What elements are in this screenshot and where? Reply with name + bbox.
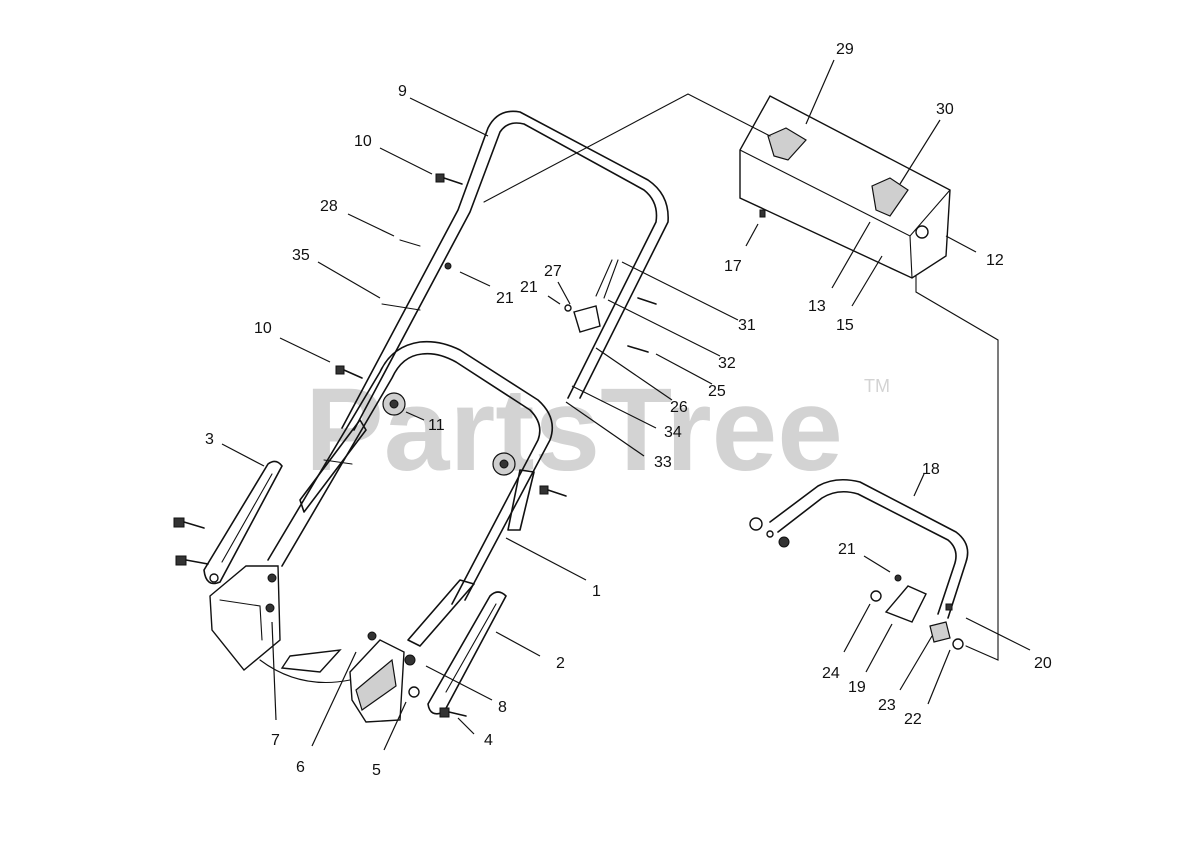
callout-12: 12 [986, 252, 1004, 269]
callout-35: 35 [292, 247, 310, 264]
lower-handle [267, 340, 554, 647]
callout-21-handle: 21 [496, 290, 514, 307]
callout-26: 26 [670, 399, 688, 416]
callout-24: 24 [822, 665, 840, 682]
callout-18: 18 [922, 461, 940, 478]
control-cable-2 [603, 259, 619, 299]
callout-3: 3 [205, 431, 214, 448]
callout-33: 33 [654, 454, 672, 471]
bolt-lower-right [539, 485, 567, 497]
cable-guide-upper [381, 303, 421, 311]
callout-32: 32 [718, 355, 736, 372]
callout-6: 6 [296, 759, 305, 776]
partstree-watermark: PartsTree TM [305, 364, 890, 496]
bail-bar [749, 478, 969, 619]
handle-knob-right [492, 452, 516, 476]
callout-13: 13 [808, 298, 826, 315]
switch-bracket [564, 297, 657, 353]
callout-7: 7 [271, 732, 280, 749]
callout-21-switch: 21 [520, 279, 538, 296]
callout-10-lower: 10 [254, 320, 272, 337]
callout-25: 25 [708, 383, 726, 400]
callout-labels: 1 2 3 4 5 6 7 8 9 10 10 11 12 13 15 17 1… [205, 41, 1052, 779]
adjust-bar-left [203, 460, 283, 585]
pivot-bracket [870, 574, 964, 650]
watermark-trademark: TM [864, 376, 890, 396]
callout-23: 23 [878, 697, 896, 714]
deck-edge [259, 659, 351, 683]
deck-bracket-left [209, 565, 281, 671]
callout-28: 28 [320, 198, 338, 215]
cable-tie [399, 239, 421, 247]
callout-10-upper: 10 [354, 133, 372, 150]
deck-bracket-right [349, 639, 405, 723]
ref-line-upper [483, 93, 771, 203]
callout-22: 22 [904, 711, 922, 728]
callout-2: 2 [556, 655, 565, 672]
adjust-bar-right [427, 591, 507, 715]
callout-31: 31 [738, 317, 756, 334]
control-decal-box [739, 95, 951, 279]
bolt-handle-upper [435, 173, 463, 185]
bolt-left-bottom [175, 555, 209, 566]
ref-line-right [915, 275, 999, 661]
upper-handle [341, 110, 669, 431]
watermark-text: PartsTree [305, 364, 843, 496]
callout-27: 27 [544, 263, 562, 280]
deck-foot [280, 649, 342, 673]
callout-34: 34 [664, 424, 682, 441]
control-cable [595, 259, 613, 297]
callout-17: 17 [724, 258, 742, 275]
callout-4: 4 [484, 732, 493, 749]
callout-21-bail: 21 [838, 541, 856, 558]
callout-29: 29 [836, 41, 854, 58]
nut-deck [209, 262, 452, 698]
callout-8: 8 [498, 699, 507, 716]
leader-lines [221, 59, 1031, 751]
callout-5: 5 [372, 762, 381, 779]
callout-19: 19 [848, 679, 866, 696]
callout-9: 9 [398, 83, 407, 100]
callout-30: 30 [936, 101, 954, 118]
callout-15: 15 [836, 317, 854, 334]
callout-1: 1 [592, 583, 601, 600]
cable-guide-lower [323, 459, 353, 465]
bolt-handle-lower [335, 365, 363, 379]
handle-knob-left [382, 392, 406, 416]
bolt-bar-bottom [439, 707, 467, 718]
bolt-left-top [173, 517, 205, 529]
callout-20: 20 [1034, 655, 1052, 672]
callout-11: 11 [428, 417, 445, 434]
